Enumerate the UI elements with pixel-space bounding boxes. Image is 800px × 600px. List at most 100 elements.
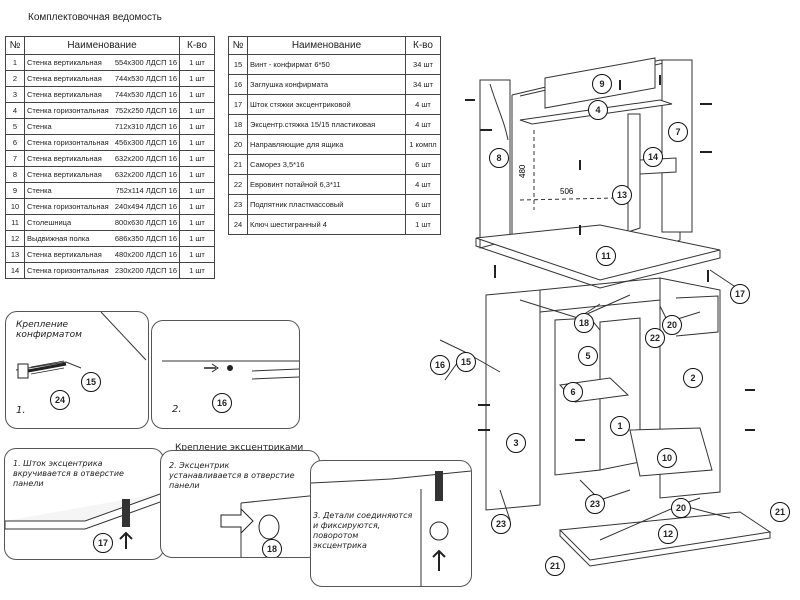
part-callout: 20 bbox=[662, 315, 682, 335]
part-callout: 18 bbox=[574, 313, 594, 333]
row-name: Стенка вертикальная bbox=[27, 74, 102, 83]
row-number: 20 bbox=[228, 134, 248, 155]
row-number: 18 bbox=[228, 114, 248, 135]
eccentric-drawing-1 bbox=[5, 492, 163, 549]
part-callout: 20 bbox=[671, 498, 691, 518]
row-number: 4 bbox=[5, 102, 25, 119]
row-qty: 1 компл bbox=[405, 134, 441, 155]
row-qty: 1 шт bbox=[179, 70, 215, 87]
row-qty: 1 шт bbox=[179, 150, 215, 167]
eccentric-drawing-3 bbox=[311, 470, 471, 586]
row-dimensions: 632x200 ЛДСП 16 bbox=[114, 170, 177, 179]
row-qty: 4 шт bbox=[405, 174, 441, 195]
row-number: 7 bbox=[5, 150, 25, 167]
row-number: 21 bbox=[228, 154, 248, 175]
row-qty: 1 шт bbox=[179, 86, 215, 103]
eccentric-panel-1: 1. Шток эксцентрика вкручивается в отвер… bbox=[4, 448, 164, 560]
part-callout: 14 bbox=[643, 147, 663, 167]
part-callout: 5 bbox=[578, 346, 598, 366]
row-qty: 1 шт bbox=[179, 118, 215, 135]
row-dimensions: 800x630 ЛДСП 16 bbox=[114, 218, 177, 227]
row-dimensions: 752x250 ЛДСП 16 bbox=[114, 106, 177, 115]
row-dimensions: 752x114 ЛДСП 16 bbox=[115, 186, 177, 195]
row-qty: 34 шт bbox=[405, 74, 441, 95]
callout-17: 17 bbox=[93, 533, 113, 553]
confirmat-step-1: 1. bbox=[16, 405, 26, 416]
row-qty: 6 шт bbox=[405, 154, 441, 175]
row-number: 24 bbox=[228, 214, 248, 235]
row-dimensions: 686x350 ЛДСП 16 bbox=[114, 234, 177, 243]
row-name-cell: Направляющие для ящика bbox=[247, 134, 406, 155]
confirmat-panel-2: 2. 16 bbox=[151, 320, 300, 429]
page-title: Комплектовочная ведомость bbox=[28, 12, 162, 23]
row-qty: 1 шт bbox=[179, 54, 215, 71]
row-name: Стенка bbox=[27, 186, 52, 195]
part-callout: 4 bbox=[588, 100, 608, 120]
dimension-width: 506 bbox=[560, 187, 574, 196]
row-qty: 4 шт bbox=[405, 94, 441, 115]
row-number: 17 bbox=[228, 94, 248, 115]
row-name-cell: Ключ шестигранный 4 bbox=[247, 214, 406, 235]
row-name-cell: Заглушка конфирмата bbox=[247, 74, 406, 95]
row-name-cell: Винт - конфирмат 6*50 bbox=[247, 54, 406, 75]
part-callout: 9 bbox=[592, 74, 612, 94]
row-number: 22 bbox=[228, 174, 248, 195]
row-name-cell: Подпятник пластмассовый bbox=[247, 194, 406, 215]
part-callout: 12 bbox=[658, 524, 678, 544]
row-name-cell: Саморез 3,5*16 bbox=[247, 154, 406, 175]
row-dimensions: 744x530 ЛДСП 16 bbox=[114, 90, 177, 99]
part-callout: 17 bbox=[730, 284, 750, 304]
callout-18: 18 bbox=[262, 539, 282, 557]
row-dimensions: 632x200 ЛДСП 16 bbox=[114, 154, 177, 163]
eccentric-title: Крепление эксцентриками bbox=[175, 443, 304, 453]
part-callout: 21 bbox=[770, 502, 790, 522]
part-callout: 15 bbox=[456, 352, 476, 372]
row-qty: 4 шт bbox=[405, 114, 441, 135]
row-dimensions: 240x494 ЛДСП 16 bbox=[114, 202, 177, 211]
row-name-cell: Шток стяжки эксцентриковой bbox=[247, 94, 406, 115]
col-number: № bbox=[228, 36, 248, 55]
row-name: Подпятник пластмассовый bbox=[250, 200, 344, 209]
row-number: 5 bbox=[5, 118, 25, 135]
row-number: 2 bbox=[5, 70, 25, 87]
eccentric-step-1: 1. Шток эксцентрика вкручивается в отвер… bbox=[13, 459, 124, 488]
row-name: Шток стяжки эксцентриковой bbox=[250, 100, 351, 109]
row-dimensions: 554x300 ЛДСП 16 bbox=[114, 58, 177, 67]
row-qty: 1 шт bbox=[179, 246, 215, 263]
part-callout: 11 bbox=[596, 246, 616, 266]
part-callout: 21 bbox=[545, 556, 565, 576]
row-qty: 1 шт bbox=[179, 182, 215, 199]
row-name: Заглушка конфирмата bbox=[250, 80, 329, 89]
row-qty: 1 шт bbox=[405, 214, 441, 235]
row-name-cell: Выдвижная полка 686x350 ЛДСП 16 bbox=[24, 230, 180, 247]
part-callout: 10 bbox=[657, 448, 677, 468]
row-number: 3 bbox=[5, 86, 25, 103]
row-name: Выдвижная полка bbox=[27, 234, 90, 243]
row-qty: 1 шт bbox=[179, 198, 215, 215]
row-name: Стенка вертикальная bbox=[27, 58, 102, 67]
